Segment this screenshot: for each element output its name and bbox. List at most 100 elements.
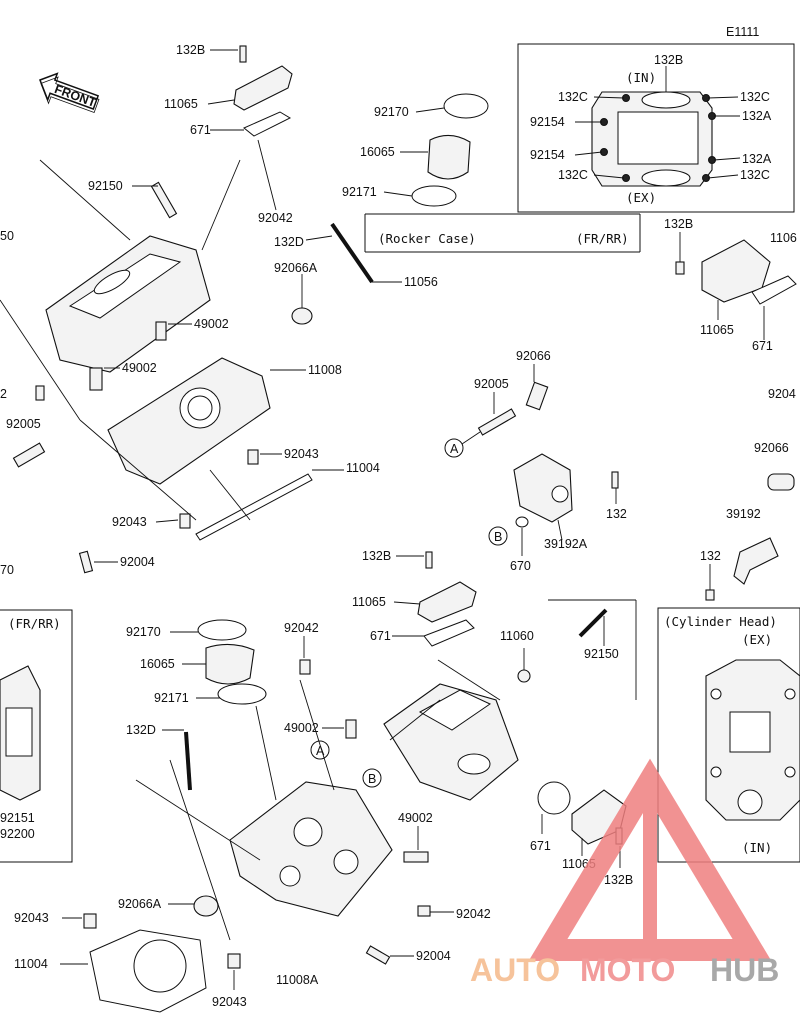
label-16065: 16065 bbox=[140, 657, 175, 671]
dowel-49002 bbox=[403, 851, 429, 863]
label-132B: 132B bbox=[604, 873, 633, 887]
label-92151: 92151 bbox=[0, 811, 35, 825]
rocker-case-inset: (Rocker Case) (FR/RR) (IN) (EX) 132B 132… bbox=[364, 43, 795, 253]
dowel-92043 bbox=[83, 913, 97, 929]
dowel-92042 bbox=[299, 659, 311, 675]
bolt-132D bbox=[184, 731, 192, 791]
label-132: 132 bbox=[606, 507, 627, 521]
bolt-132 bbox=[611, 471, 619, 489]
label-92154: 92154 bbox=[530, 148, 565, 162]
pin-92005 bbox=[477, 408, 517, 436]
bolt-92150 bbox=[150, 181, 178, 219]
label-92171: 92171 bbox=[342, 185, 377, 199]
label-92043: 92043 bbox=[284, 447, 319, 461]
label-92150: 92150 bbox=[88, 179, 123, 193]
label-132D: 132D bbox=[274, 235, 304, 249]
label-39192A: 39192A bbox=[544, 537, 588, 551]
rear-head-group: 132B 11065 671 11060 92150 92170 16065 9… bbox=[14, 549, 637, 1013]
rocker-case-front bbox=[45, 235, 211, 373]
dowel-92043 bbox=[227, 953, 241, 969]
label-92004: 92004 bbox=[416, 949, 451, 963]
rocker-oval-ex bbox=[641, 169, 691, 187]
label-49002: 49002 bbox=[122, 361, 157, 375]
label-671: 671 bbox=[752, 339, 773, 353]
ref-B: B bbox=[368, 772, 376, 786]
label-132C: 132C bbox=[558, 168, 588, 182]
ref-B: B bbox=[494, 530, 502, 544]
label-92066: 92066 bbox=[516, 349, 551, 363]
label-11004: 11004 bbox=[346, 461, 380, 475]
rocker-case-variant: (FR/RR) bbox=[576, 231, 629, 246]
cylinder-head-title: (Cylinder Head) bbox=[664, 614, 777, 629]
rocker-center-block bbox=[617, 111, 699, 165]
label-11065: 11065 bbox=[700, 323, 734, 337]
dowel-49002 bbox=[345, 719, 357, 739]
middle-fittings-group: 92066 92005 A 39192A 132 B 670 bbox=[444, 349, 627, 573]
label-92170: 92170 bbox=[374, 105, 409, 119]
label-11008: 11008 bbox=[308, 363, 342, 377]
bolt-132B bbox=[675, 261, 685, 275]
gasket-11004 bbox=[195, 473, 313, 541]
label-671: 671 bbox=[530, 839, 551, 853]
label-132B: 132B bbox=[654, 53, 683, 67]
cylinder-head-11008A bbox=[229, 781, 393, 917]
label-50: 50 bbox=[0, 229, 14, 243]
label-2: 2 bbox=[0, 387, 7, 401]
label-92066: 92066 bbox=[754, 441, 789, 455]
label-132A: 132A bbox=[742, 152, 772, 166]
ref-A: A bbox=[450, 442, 459, 456]
gasket-671 bbox=[751, 275, 797, 305]
cylinder-ex-label: (EX) bbox=[742, 632, 772, 647]
rocker-ex-label: (EX) bbox=[626, 190, 656, 205]
fitting-39192A bbox=[513, 453, 573, 523]
stud-92004 bbox=[365, 945, 391, 965]
clamp-92171 bbox=[217, 683, 267, 705]
gasket-671 bbox=[537, 781, 571, 815]
diagram-id: E1111 bbox=[726, 25, 759, 39]
label-11004: 11004 bbox=[14, 957, 48, 971]
clamp-92170 bbox=[443, 93, 489, 119]
pipe-92066 bbox=[525, 381, 549, 411]
label-671: 671 bbox=[190, 123, 211, 137]
plug-92066A bbox=[193, 895, 219, 917]
label-92066A: 92066A bbox=[274, 261, 318, 275]
cover-11065 bbox=[417, 581, 477, 623]
label-671: 671 bbox=[370, 629, 391, 643]
ref-A-circle bbox=[444, 438, 464, 458]
right-edge-group: 132B 1106 11065 671 9204 92066 39192 132 bbox=[664, 217, 797, 601]
label-92005: 92005 bbox=[474, 377, 509, 391]
label-92043: 92043 bbox=[212, 995, 247, 1009]
label-132C: 132C bbox=[558, 90, 588, 104]
label-670: 670 bbox=[510, 559, 531, 573]
label-92043: 92043 bbox=[14, 911, 49, 925]
label-11060: 11060 bbox=[500, 629, 534, 643]
label-132B: 132B bbox=[176, 43, 205, 57]
nut-11060 bbox=[517, 669, 531, 683]
front-head-group: 132B 11065 671 92170 16065 92171 92150 9… bbox=[0, 43, 489, 577]
label-92150: 92150 bbox=[584, 647, 619, 661]
dowel-49002 bbox=[155, 321, 167, 341]
bolt-92150 bbox=[578, 608, 608, 638]
label-92066A: 92066A bbox=[118, 897, 162, 911]
dowel-49002 bbox=[89, 367, 103, 391]
label-49002: 49002 bbox=[194, 317, 229, 331]
pin-92005 bbox=[12, 442, 46, 468]
label-92154: 92154 bbox=[530, 115, 565, 129]
bolt-132B bbox=[239, 45, 247, 63]
rocker-case-title: (Rocker Case) bbox=[378, 231, 476, 246]
ref-A-circle bbox=[310, 740, 330, 760]
label-132C: 132C bbox=[740, 90, 770, 104]
label-49002: 49002 bbox=[284, 721, 319, 735]
hose-16065 bbox=[205, 643, 255, 685]
label-92042: 9204 bbox=[768, 387, 796, 401]
label-132: 132 bbox=[700, 549, 721, 563]
ref-A: A bbox=[316, 744, 325, 758]
dowel-92043 bbox=[247, 449, 259, 465]
clamp-92170 bbox=[197, 619, 247, 641]
label-92042: 92042 bbox=[258, 211, 293, 225]
bolt-132 bbox=[705, 589, 715, 601]
rocker-oval-in bbox=[641, 91, 691, 109]
ref-B-circle bbox=[362, 768, 382, 788]
ref-B-circle bbox=[488, 526, 508, 546]
label-39192: 39192 bbox=[726, 507, 761, 521]
